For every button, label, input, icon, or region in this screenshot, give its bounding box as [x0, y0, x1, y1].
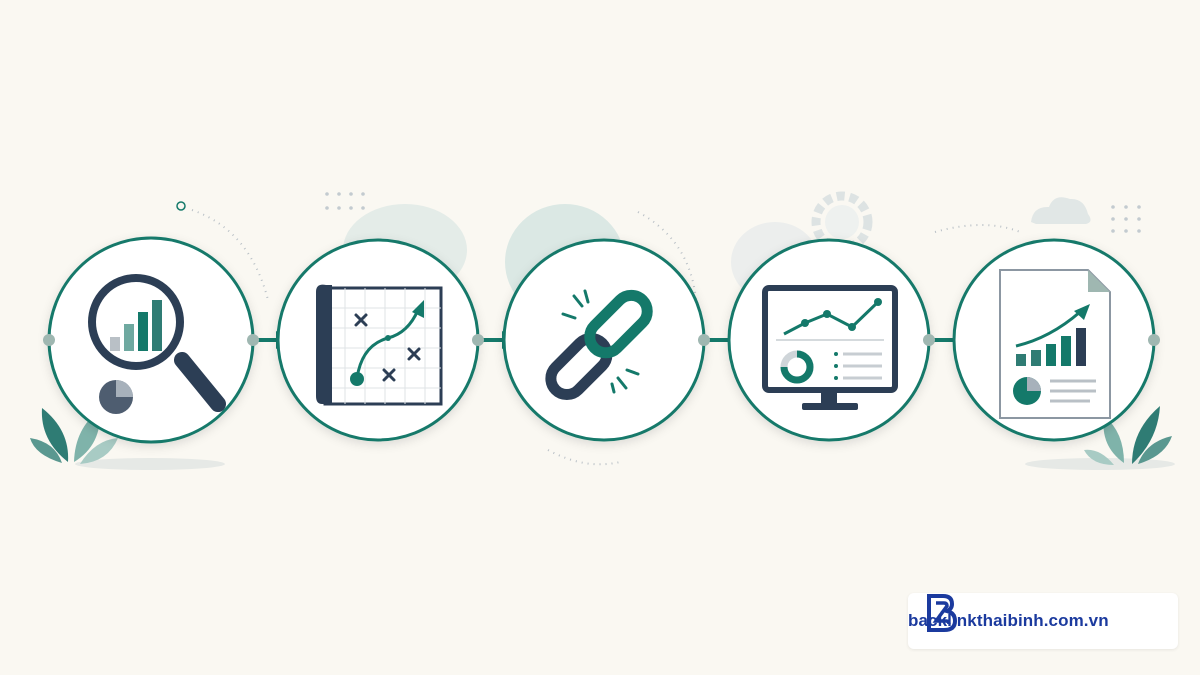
growth-report-icon — [999, 269, 1111, 419]
leaf-decoration-right — [1025, 406, 1175, 470]
monitor-analytics-icon — [762, 285, 898, 410]
donut-chart-icon — [780, 350, 814, 384]
cloud-icon — [1031, 197, 1091, 224]
brand-domain[interactable]: backlinkthaibinh.com.vn — [908, 611, 1109, 630]
pie-chart-icon — [99, 380, 133, 414]
pie-chart-icon — [1013, 377, 1041, 405]
chain-link-icon — [545, 289, 653, 401]
magnifier-bar-chart-icon — [88, 274, 226, 414]
brand-badge[interactable]: backlinkthaibinh.com.vn — [908, 593, 1178, 649]
bb-logo-icon — [927, 594, 958, 632]
strategy-map-icon — [316, 284, 443, 406]
step-circle — [502, 238, 710, 442]
